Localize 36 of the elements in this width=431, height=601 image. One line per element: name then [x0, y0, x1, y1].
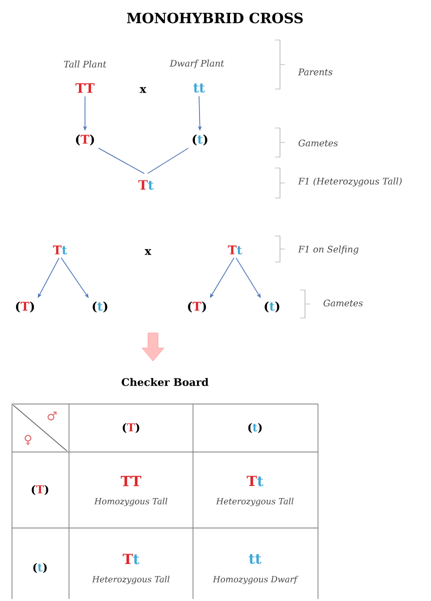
cross-sign: x — [144, 249, 152, 255]
genotype-label: TT — [120, 476, 142, 486]
genotype: (t) — [264, 302, 280, 312]
gamete-label: (T) — [122, 422, 140, 434]
phenotype-label: Homozygous Tall — [94, 498, 168, 506]
stage-label: Gametes — [298, 140, 338, 146]
sex-symbol: ♂ — [48, 412, 57, 420]
plant-label: Tall Plant — [64, 60, 106, 68]
phenotype-label: Heterozygous Tall — [216, 498, 294, 506]
genotype: Tt — [52, 246, 68, 254]
genotype: (T) — [16, 302, 34, 312]
gamete-label: (t) — [33, 562, 47, 574]
genotype: tt — [193, 84, 205, 92]
stage-label: F1 (Heterozygous Tall) — [298, 178, 402, 186]
stage-label: Gametes — [324, 300, 363, 306]
genotype: (t) — [92, 302, 108, 312]
genotype: Tt — [228, 246, 242, 254]
phenotype-label: Heterozygous Tall — [92, 576, 170, 584]
cross-sign: x — [140, 87, 146, 93]
genotype-label: Tt — [246, 476, 264, 486]
genotype-label: tt — [248, 554, 262, 564]
phenotype-label: Homozygous Dwarf — [212, 576, 298, 584]
heading: Checker Board — [122, 378, 208, 386]
stage-label: Parents — [298, 68, 332, 76]
genotype: (t) — [192, 134, 208, 146]
plant-label: Dwarf Plant — [170, 60, 224, 68]
genotype: (T) — [188, 302, 206, 312]
genotype-label: Tt — [122, 554, 140, 564]
gamete-label: (T) — [32, 484, 48, 496]
sex-symbol: ♀ — [24, 434, 32, 446]
genotype: (T) — [76, 134, 94, 146]
title: MONOHYBRID CROSS — [127, 12, 303, 24]
genotype: Tt — [138, 180, 154, 190]
genotype: TT — [76, 83, 94, 93]
stage-label: F1 on Selfing — [298, 246, 358, 254]
gamete-label: (t) — [248, 422, 262, 434]
